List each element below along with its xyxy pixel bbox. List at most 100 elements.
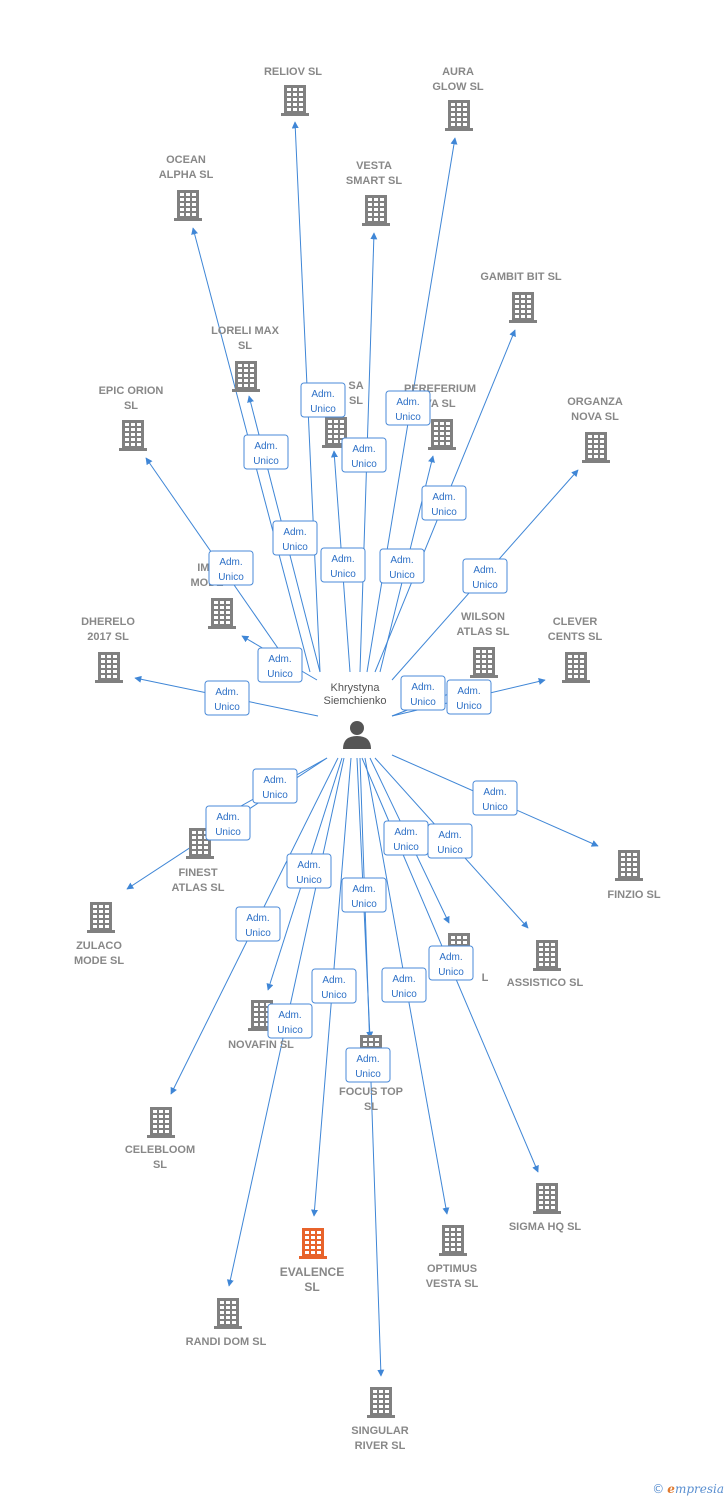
building-icon-ocean-alpha[interactable] [174, 190, 202, 221]
building-icon-zulaco-mode[interactable] [87, 902, 115, 933]
role-badge-ocean-alpha[interactable]: Adm.Unico [243, 434, 289, 470]
building-window [101, 670, 105, 673]
role-badge-assistico[interactable]: Adm.Unico [427, 823, 473, 859]
role-box [341, 437, 387, 473]
building-icon-vesta-smart[interactable] [362, 195, 390, 226]
role-badge-zulaco-mode[interactable]: Adm.Unico [205, 805, 251, 841]
building-icon-aura-glow[interactable] [445, 100, 473, 131]
building-window [527, 300, 531, 303]
building-window [633, 873, 637, 876]
building-icon-optimus-vesta[interactable] [439, 1225, 467, 1256]
role-badge-finzio[interactable]: Adm.Unico [472, 780, 518, 816]
building-icon-celebloom[interactable] [147, 1107, 175, 1138]
role-text: Unico [391, 989, 417, 1000]
role-badge-messity[interactable]: Adm.Unico [383, 820, 429, 856]
company-label-randi-dom[interactable]: RANDI DOM SL [186, 1336, 267, 1348]
building-window [373, 1390, 377, 1393]
building-window [385, 1400, 389, 1403]
building-icon-impulse-mode[interactable] [208, 598, 236, 629]
role-text: Adm. [438, 830, 461, 841]
role-badge-gambit-bit[interactable]: Adm.Unico [421, 485, 467, 521]
building-icon-gambit-bit[interactable] [509, 292, 537, 323]
building-icon-perefferium[interactable] [428, 419, 456, 450]
company-label-assistico[interactable]: ASSISTICO SL [507, 977, 584, 989]
role-box [204, 680, 250, 716]
role-badge-aura-glow[interactable]: Adm.Unico [385, 390, 431, 426]
person-icon[interactable] [343, 721, 371, 749]
role-badge-focus-top[interactable]: Adm.Unico [341, 877, 387, 913]
building-icon-clever-cents[interactable] [562, 652, 590, 683]
building-icon-randi-dom[interactable] [214, 1298, 242, 1329]
building-icon-finzio[interactable] [615, 850, 643, 881]
role-badge-perefferium[interactable]: Adm.Unico [379, 548, 425, 584]
role-badge-reliov[interactable]: Adm.Unico [300, 382, 346, 418]
company-label-finzio[interactable]: FINZIO SL [607, 889, 660, 901]
company-label-line: CENTS SL [548, 631, 603, 643]
company-label-sigma-hq[interactable]: SIGMA HQ SL [509, 1221, 582, 1233]
building-window [545, 953, 549, 956]
building-icon-epic-orion[interactable] [119, 420, 147, 451]
building-icon-assistico[interactable] [533, 940, 561, 971]
role-badge-mimosa[interactable]: Adm.Unico [320, 547, 366, 583]
company-label-gambit-bit[interactable]: GAMBIT BIT SL [480, 271, 562, 283]
role-badge-randi-dom[interactable]: Adm.Unico [267, 1003, 313, 1039]
role-badge-epic-orion[interactable]: Adm.Unico [208, 550, 254, 586]
building-icon-evalence[interactable] [299, 1228, 327, 1259]
role-badge-impulse-mode[interactable]: Adm.Unico [257, 647, 303, 683]
building-base [322, 445, 350, 448]
role-badge-optimus-vesta[interactable]: Adm.Unico [381, 967, 427, 1003]
role-badge-vesta-smart[interactable]: Adm.Unico [341, 437, 387, 473]
building-icon-wilson-atlas[interactable] [470, 647, 498, 678]
role-badge-novafin[interactable]: Adm.Unico [286, 853, 332, 889]
building-window [244, 384, 248, 387]
role-badge-celebloom[interactable]: Adm.Unico [235, 906, 281, 942]
building-window [254, 1013, 258, 1016]
building-window [293, 93, 297, 96]
role-badge-loreli-max[interactable]: Adm.Unico [272, 520, 318, 556]
role-badge-wilson-atlas[interactable]: Adm.Unico [400, 675, 446, 711]
company-label-novafin[interactable]: NOVAFIN SL [228, 1039, 294, 1051]
building-window [373, 1410, 377, 1413]
building-icon-reliov[interactable] [281, 85, 309, 116]
building-icon-organza-nova[interactable] [582, 432, 610, 463]
role-badge-dherelo[interactable]: Adm.Unico [204, 680, 250, 716]
company-label-messity[interactable]: L [482, 972, 489, 984]
building-icon-sigma-hq[interactable] [533, 1183, 561, 1214]
role-badge-organza-nova[interactable]: Adm.Unico [462, 558, 508, 594]
building-window [107, 660, 111, 663]
building-icon-loreli-max[interactable] [232, 361, 260, 392]
footer-brand[interactable]: ©empresia [652, 1482, 724, 1496]
building-icon-singular-river[interactable] [367, 1387, 395, 1418]
role-badge-finest-atlas[interactable]: Adm.Unico [252, 768, 298, 804]
role-badge-clever-cents[interactable]: Adm.Unico [446, 679, 492, 715]
role-text: Unico [431, 507, 457, 518]
company-label-line: NOVA SL [571, 411, 619, 423]
building-icon-mimosa[interactable] [322, 417, 350, 448]
role-badge-singular-river[interactable]: Adm.Unico [345, 1047, 391, 1083]
role-badge-evalence[interactable]: Adm.Unico [311, 968, 357, 1004]
building-window [451, 118, 455, 121]
company-label-reliov[interactable]: RELIOV SL [264, 66, 322, 78]
building-window [180, 208, 184, 211]
building-icon-dherelo[interactable] [95, 652, 123, 683]
role-badge-sigma-hq[interactable]: Adm.Unico [428, 945, 474, 981]
